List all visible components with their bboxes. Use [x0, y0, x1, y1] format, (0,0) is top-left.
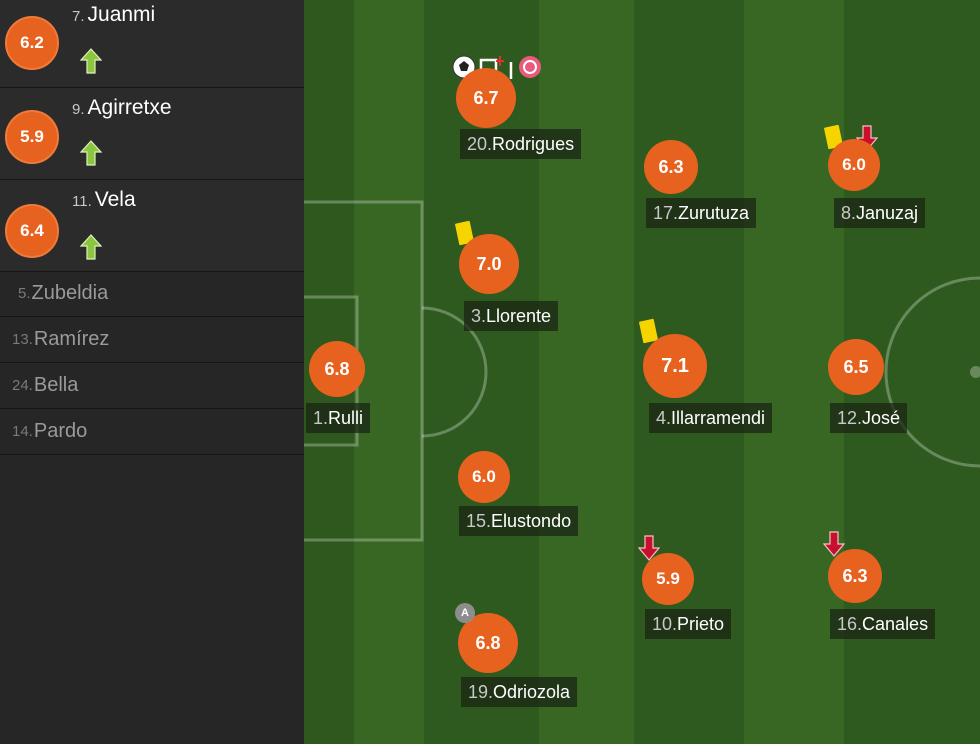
player-rating: 5.9 [5, 110, 59, 164]
player-name-text: Januzaj [856, 203, 919, 223]
player-number: 24. [12, 377, 33, 394]
sub-on-arrow-icon [80, 234, 102, 260]
penalty-box [304, 200, 424, 542]
player-rating: 6.8 [309, 341, 365, 397]
player-label: 19.Odriozola [461, 677, 578, 707]
player-number: 9. [72, 101, 85, 118]
player-name-text: Odriozola [493, 682, 571, 702]
player-label: 20.Rodrigues [460, 129, 582, 159]
player-number: 20. [467, 134, 493, 154]
pitch: 6.8 1.Rulli 6.7 20.Rodrigues 7.0 3.Llore [304, 0, 980, 744]
player-rating: 6.3 [828, 549, 882, 603]
player-label: 17.Zurutuza [646, 198, 757, 228]
player-label: 15.Elustondo [459, 506, 579, 536]
grass-stripe [744, 0, 844, 744]
sub-row-agirretxe[interactable]: 5.9 9.Agirretxe [0, 88, 304, 180]
player-rating: 6.0 [458, 451, 510, 503]
sub-off-arrow-icon [638, 535, 660, 561]
player-name-text: Rulli [328, 408, 364, 428]
player-rating: 7.0 [459, 234, 519, 294]
grass-stripe [354, 0, 424, 744]
player-label: 8.Januzaj [834, 198, 926, 228]
player-number: 16. [837, 614, 863, 634]
player-number: 13. [12, 331, 33, 348]
player-name-text: Elustondo [491, 511, 572, 531]
player-number: 14. [12, 423, 33, 440]
sub-row-juanmi[interactable]: 6.2 7.Juanmi [0, 0, 304, 88]
player-rating: 6.8 [458, 613, 518, 673]
player-name-text: Rodrigues [492, 134, 575, 154]
player-label: 12.José [830, 403, 908, 433]
substitutes-panel: 6.2 7.Juanmi 5.9 9.Agirretxe 6.4 11.Vela… [0, 0, 304, 744]
player-number: 4. [656, 408, 672, 428]
player-label: 3.Llorente [464, 301, 559, 331]
player-name: 9.Agirretxe [72, 96, 172, 120]
player-rating: 6.3 [644, 140, 698, 194]
player-label: 10.Prieto [645, 609, 732, 639]
player-name-text: Canales [862, 614, 929, 634]
player-name-text: Zubeldia [31, 282, 109, 304]
player-number: 17. [653, 203, 679, 223]
player-label: 4.Illarramendi [649, 403, 773, 433]
player-number: 1. [313, 408, 329, 428]
player-rating: 5.9 [642, 553, 694, 605]
player-name-text: Juanmi [87, 3, 156, 26]
player-number: 10. [652, 614, 678, 634]
player-number: 7. [72, 8, 85, 25]
player-name-text: Llorente [486, 306, 552, 326]
player-name-text: Prieto [677, 614, 725, 634]
sub-row-vela[interactable]: 6.4 11.Vela [0, 180, 304, 272]
player-name-text: Bella [33, 374, 79, 396]
grass-stripe [539, 0, 634, 744]
player-name-text: Ramírez [33, 328, 110, 350]
bench-row-ramirez[interactable]: 13.Ramírez [0, 317, 304, 363]
player-number: 11. [72, 193, 92, 210]
player-label: 16.Canales [830, 609, 936, 639]
captain-icon: A [455, 603, 475, 623]
sub-on-arrow-icon [80, 140, 102, 166]
player-label: 1.Rulli [306, 403, 371, 433]
sub-on-arrow-icon [80, 48, 102, 74]
player-name-text: Zurutuza [678, 203, 750, 223]
pitch-markings [304, 200, 980, 542]
player-name-text: Pardo [33, 420, 88, 442]
player-name: 7.Juanmi [72, 3, 155, 27]
player-rating: 6.0 [828, 139, 880, 191]
match-events [452, 55, 541, 79]
player-rating: 6.7 [456, 68, 516, 128]
player-number: 5. [18, 285, 31, 302]
player-number: 8. [841, 203, 857, 223]
player-rating: 6.2 [5, 16, 59, 70]
player-number: 12. [837, 408, 863, 428]
center-spot [970, 366, 980, 378]
player-rating: 6.4 [5, 204, 59, 258]
own-goal-icon [496, 56, 541, 79]
penalty-arc [421, 306, 488, 438]
player-number: 3. [471, 306, 487, 326]
player-rating: 7.1 [643, 334, 707, 398]
bench-row-pardo[interactable]: 14.Pardo [0, 409, 304, 455]
player-name-text: Illarramendi [671, 408, 766, 428]
player-name-text: José [862, 408, 901, 428]
player-number: 19. [468, 682, 494, 702]
player-name: 11.Vela [72, 188, 136, 212]
player-name-text: Vela [94, 188, 136, 211]
bench-row-zubeldia[interactable]: 5.Zubeldia [0, 271, 304, 317]
player-number: 15. [466, 511, 492, 531]
sub-off-arrow-icon [823, 531, 845, 557]
bench-row-bella[interactable]: 24.Bella [0, 363, 304, 409]
player-name-text: Agirretxe [87, 96, 172, 119]
center-circle [884, 276, 980, 468]
player-rating: 6.5 [828, 339, 884, 395]
